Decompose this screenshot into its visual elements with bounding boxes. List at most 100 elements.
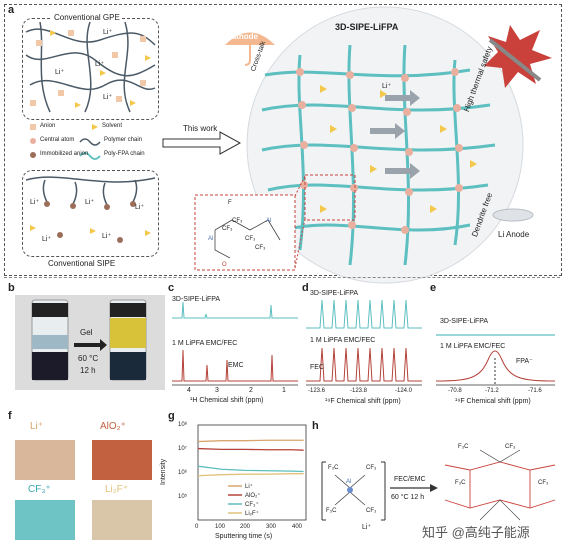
panel-g-ytick-4: 10⁵ bbox=[178, 494, 188, 500]
panel-c-xtick-3: 2 bbox=[249, 387, 253, 394]
gpe-polymer-chains bbox=[25, 21, 156, 113]
sipe-solvent bbox=[30, 225, 151, 236]
li-plus-gpe-2: Li⁺ bbox=[55, 69, 65, 76]
panel-e-series-bottom: 1 M LiPFA EMC/FEC bbox=[440, 343, 506, 350]
panel-g-xtick-1: 0 bbox=[195, 524, 199, 530]
panel-g-series-2 bbox=[197, 447, 304, 451]
panel-h-al: Al bbox=[346, 479, 352, 485]
panel-a-label: a bbox=[8, 4, 15, 16]
panel-d-xtick-2: -123.8 bbox=[350, 388, 368, 394]
li-plus-gpe-3: Li⁺ bbox=[95, 61, 105, 68]
legend-solvent-swatch bbox=[92, 124, 98, 130]
legend-polymer-chain-swatch bbox=[79, 138, 101, 146]
li-plus-network: Li⁺ bbox=[382, 83, 392, 90]
panel-d-series-top: 3D-SIPE-LiFPA bbox=[310, 290, 359, 297]
legend-anion-swatch bbox=[30, 124, 36, 130]
panel-h-prod-cf3-2: CF₃ bbox=[538, 480, 549, 486]
gpe-solvent bbox=[50, 30, 151, 108]
zoom-region-box bbox=[304, 174, 356, 221]
panel-c-xtick-1: 4 bbox=[187, 387, 191, 394]
panel-d-xtick-3: -124.0 bbox=[395, 388, 413, 394]
panel-g-xtick-4: 300 bbox=[266, 524, 277, 530]
network-central-atoms bbox=[296, 68, 463, 234]
panel-h-cf3-2: CF₃ bbox=[366, 508, 377, 514]
this-work-arrow bbox=[162, 131, 242, 155]
gpe-anions bbox=[30, 30, 146, 106]
panel-e-xtick-3: -71.6 bbox=[528, 388, 542, 394]
conventional-sipe-title: Conventional SIPE bbox=[48, 259, 116, 268]
panel-c-series-bottom: 1 M LiPFA EMC/FEC bbox=[172, 340, 238, 347]
legend-poly-fpa-label: Poly-FPA chain bbox=[104, 151, 145, 157]
legend-central-atom-label: Central atom bbox=[40, 137, 75, 143]
legend-solvent-label: Solvent bbox=[102, 123, 123, 129]
panel-c-xlabel: ¹H Chemical shift (ppm) bbox=[190, 397, 264, 404]
panel-g-xtick-5: 400 bbox=[292, 524, 303, 530]
gel-temp-label: 60 °C bbox=[78, 354, 99, 363]
legend-immobilized-anion-swatch bbox=[30, 152, 36, 158]
panel-g-label: g bbox=[168, 410, 175, 422]
panel-h-label: h bbox=[312, 420, 319, 432]
panel-g-xtick-2: 100 bbox=[215, 524, 226, 530]
sipe-immobilized-anions bbox=[44, 201, 136, 243]
panel-c-xtick-4: 1 bbox=[282, 387, 286, 394]
conventional-sipe-box bbox=[22, 170, 159, 257]
panel-c-xtick-2: 3 bbox=[215, 387, 219, 394]
panel-g-legend-4: Li₂F⁺ bbox=[245, 511, 259, 517]
panel-d-xtick-1: -123.6 bbox=[308, 388, 326, 394]
fpa-structure-bonds bbox=[214, 219, 281, 259]
li-plus-sipe-2: Li⁺ bbox=[85, 199, 95, 206]
this-work-label: This work bbox=[183, 124, 218, 133]
panel-e-xlabel: ¹⁹F Chemical shift (ppm) bbox=[455, 398, 531, 405]
struct-cf3-d: CF₃ bbox=[255, 245, 266, 251]
panel-g-legend-3: CF₃⁺ bbox=[245, 502, 259, 508]
legend-immobilized-anion-label: Immobilized anion bbox=[40, 151, 89, 157]
panel-e-xtick-1: -70.8 bbox=[448, 388, 462, 394]
panel-h-cf3-1: CF₃ bbox=[366, 465, 377, 471]
panel-a-frame bbox=[4, 4, 562, 276]
struct-al-1: Al bbox=[208, 236, 214, 242]
panel-e-label: e bbox=[430, 282, 437, 294]
panel-h-li: Li⁺ bbox=[362, 524, 372, 531]
panel-d-annotation: FEC bbox=[310, 364, 324, 371]
conventional-gpe-title: Conventional GPE bbox=[52, 13, 122, 22]
legend-central-atom-swatch bbox=[30, 138, 36, 144]
panel-g-series-4 bbox=[197, 473, 304, 477]
cathode-umbrella bbox=[225, 32, 275, 45]
li-plus-gpe-4: Li⁺ bbox=[103, 94, 113, 101]
prohibited-slash-icon bbox=[488, 38, 542, 82]
panel-e-xtick-2: -71.2 bbox=[485, 388, 499, 394]
li-plus-sipe-1: Li⁺ bbox=[30, 199, 40, 206]
panel-h-f3c-2: F₃C bbox=[326, 508, 337, 514]
cube-li2f bbox=[92, 500, 152, 540]
struct-cf3-c: CF₃ bbox=[245, 236, 256, 242]
panel-g-legend-2: AlO₂⁺ bbox=[245, 493, 261, 499]
sipe-polymer-chains bbox=[25, 176, 156, 206]
sipe-title: 3D-SIPE-LiFPA bbox=[335, 22, 399, 32]
row-separator bbox=[4, 277, 560, 278]
li-migration-arrows bbox=[370, 90, 420, 179]
watermark: 知乎 @高纯子能源 bbox=[422, 525, 530, 540]
cube-li-label: Li⁺ bbox=[30, 421, 44, 432]
legend-poly-fpa-swatch bbox=[79, 152, 101, 160]
legend-polymer-chain-label: Polymer chain bbox=[104, 137, 143, 143]
panel-g-legend-1: Li⁺ bbox=[245, 484, 253, 490]
panel-h-f3c-1: F₃C bbox=[328, 465, 339, 471]
panel-c-series-top: 3D-SIPE-LiFPA bbox=[172, 296, 221, 303]
panel-h-prod-cf3-1: CF₃ bbox=[505, 444, 516, 450]
cube-cf3-label: CF₃⁺ bbox=[28, 484, 51, 495]
li-plus-sipe-5: Li⁺ bbox=[102, 233, 112, 240]
panel-b-label: b bbox=[8, 282, 15, 294]
panel-g-series-1 bbox=[197, 439, 304, 443]
li-plus-sipe-3: Li⁺ bbox=[135, 204, 145, 211]
gel-time-label: 12 h bbox=[80, 366, 96, 375]
panel-e-annotation: FPA⁻ bbox=[516, 358, 533, 365]
li-plus-gpe-1: Li⁺ bbox=[103, 29, 113, 36]
legend-anion-label: Anion bbox=[40, 123, 56, 129]
panel-g-frame bbox=[197, 424, 307, 521]
